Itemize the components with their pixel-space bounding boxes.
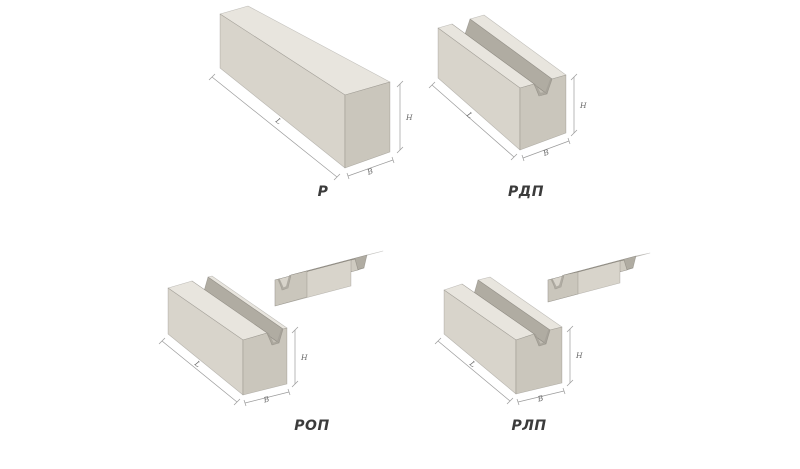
beam-rdp-drawing: L H B [428,14,587,162]
dim-line-length [431,84,515,158]
dimension-lines [434,325,574,406]
dimension-labels: L H B [273,113,413,177]
dim-tick [566,379,574,387]
beam-rdp-faces [437,14,567,151]
dim-line-width [517,390,565,403]
dim-label-width: B [536,393,545,403]
dim-label-height: H [405,113,413,122]
dim-tick [158,337,166,345]
dim-label-length: L [467,358,477,369]
dimension-labels: L H B [464,101,587,158]
beam-r-drawing: L H B [208,5,413,181]
dimension-lines [208,73,404,181]
dim-tick [291,380,299,388]
dim-tick [291,326,299,334]
beam-rop-faces [167,275,288,396]
dim-label-width: B [541,147,551,158]
notch-shadow-line [266,328,284,346]
dim-tick [333,173,341,181]
dim-line-width [347,159,394,177]
figure-r-caption: Р [317,184,329,200]
dim-tick [516,398,520,406]
dim-line-width [522,140,570,159]
rlp-segment-faces [547,252,651,303]
dim-label-height: H [579,101,587,110]
dim-tick [510,153,518,161]
beam-rop-drawing: L H B [158,250,384,407]
notch-shadow-line [277,274,292,291]
beam-r-faces [219,5,391,169]
dim-tick [287,388,291,396]
beam-rlp-drawing: L H B [434,252,651,406]
dim-tick [506,397,514,405]
dim-tick [233,398,241,406]
dim-tick [428,81,436,89]
dim-tick [208,73,216,81]
dim-label-length: L [192,358,202,369]
dim-tick [567,137,571,145]
dim-tick [396,146,404,154]
beam-end-face [344,81,391,169]
figure-rdp-caption: РДП [508,184,544,200]
figure-rop-caption: РОП [294,418,330,434]
dimension-labels: L H B [467,351,583,404]
dim-tick [346,172,350,180]
dim-label-height: H [300,353,308,362]
dimension-lines [158,326,299,407]
notch-shadow-line [533,329,551,347]
dim-tick [566,325,574,333]
dim-label-length: L [464,109,474,120]
rop-segment-faces [274,250,384,307]
dim-label-height: H [575,351,583,360]
dimension-lines [428,73,578,162]
dim-line-length [161,340,238,403]
dim-tick [391,156,395,164]
notch-shadow-line [550,274,565,290]
dim-tick [434,337,442,345]
dim-tick [396,80,404,88]
figure-rlp-caption: РЛП [511,418,547,434]
beam-rlp-faces [443,276,563,395]
dim-line-width [244,391,290,404]
dim-tick [562,387,566,395]
dim-label-width: B [365,166,375,177]
dim-tick [243,399,247,407]
dim-tick [570,73,578,81]
dim-tick [570,129,578,137]
dim-tick [521,154,525,162]
dimension-labels: L H B [192,353,308,405]
dim-line-length [211,76,338,178]
dim-label-length: L [273,115,283,126]
dim-label-width: B [262,394,271,404]
dim-line-length [437,340,511,402]
notch-shadow-line [533,78,553,96]
